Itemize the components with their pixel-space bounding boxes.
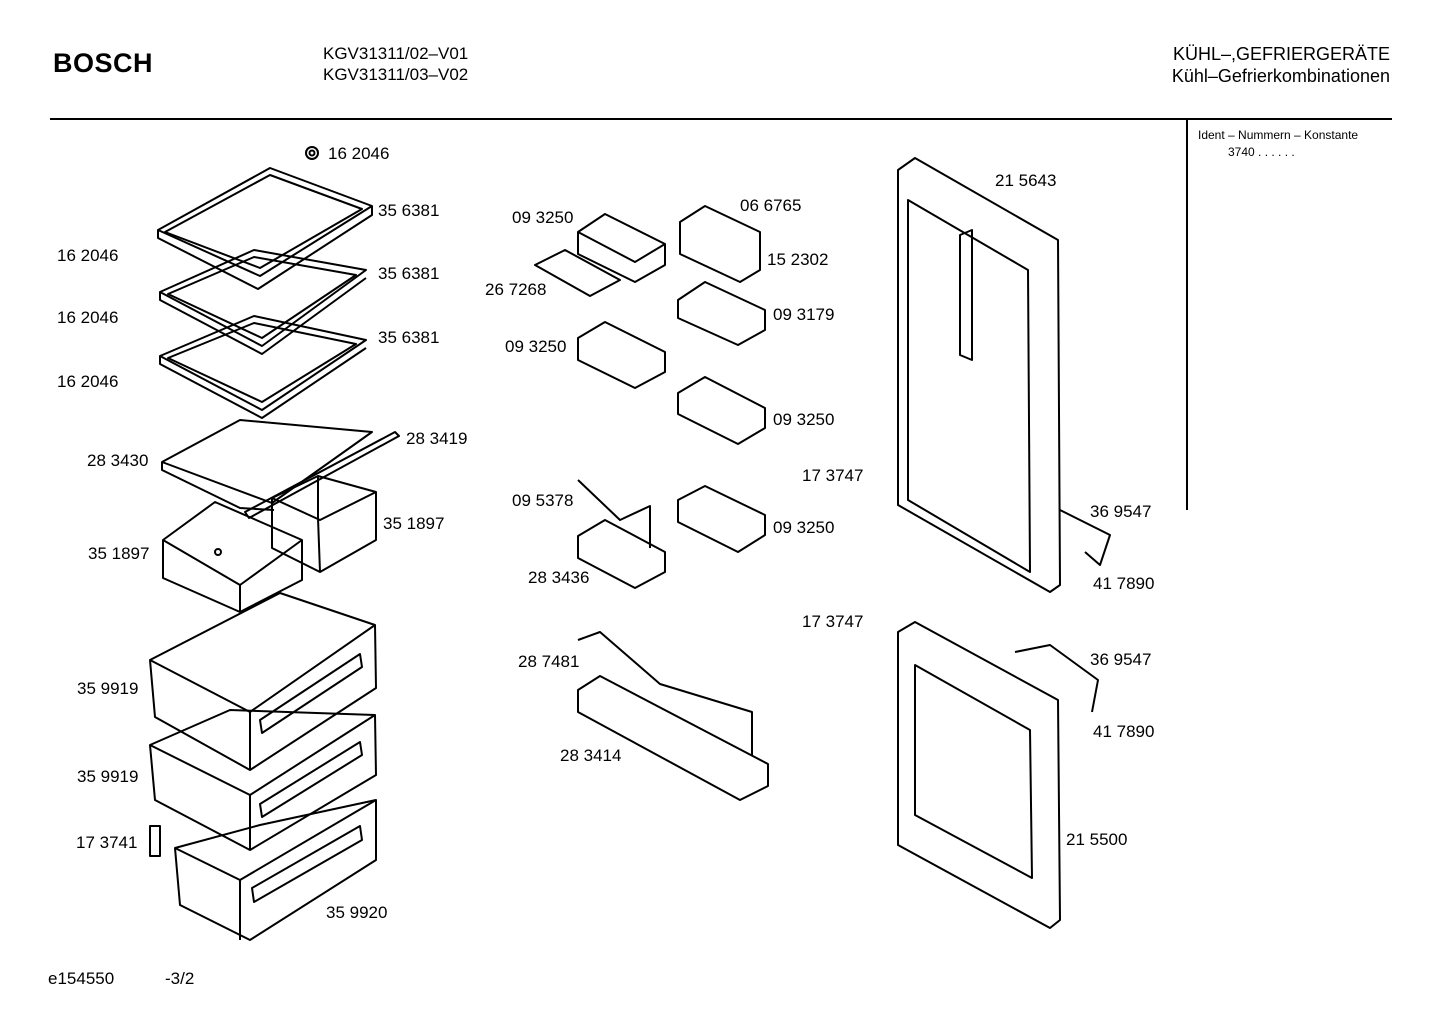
freezer-door — [897, 621, 1061, 929]
ident-value: 3740 . . . . . . — [1228, 145, 1295, 159]
part-label: 16 2046 — [328, 144, 390, 163]
part-label: 28 3414 — [560, 746, 622, 765]
part-label: 17 3741 — [76, 833, 138, 852]
part-label: 35 9919 — [77, 679, 139, 698]
part-label: 35 6381 — [378, 264, 440, 283]
part-label: 28 7481 — [518, 652, 580, 671]
drawing-id: e154550 — [48, 969, 115, 988]
clip-icon-top — [305, 146, 319, 160]
small-drawer-right — [271, 475, 377, 573]
door-bin-6 — [677, 485, 766, 553]
freezer-drawer — [174, 799, 377, 941]
part-label: 28 3436 — [528, 568, 590, 587]
door-bin-2 — [677, 281, 766, 346]
bottle-bin — [577, 675, 769, 801]
header-divider — [50, 118, 1392, 120]
ident-title: Ident – Nummern – Konstante — [1198, 128, 1359, 142]
part-label: 36 9547 — [1090, 502, 1152, 521]
glass-shelf-1 — [157, 167, 373, 290]
part-label: 26 7268 — [485, 280, 547, 299]
door-handle-2 — [1014, 644, 1099, 713]
model-number-2: KGV31311/03–V02 — [323, 65, 469, 84]
part-label: 21 5643 — [995, 171, 1057, 190]
part-label: 35 6381 — [378, 328, 440, 347]
part-label: 16 2046 — [57, 372, 119, 391]
part-label: 41 7890 — [1093, 722, 1155, 741]
part-label: 09 3250 — [505, 337, 567, 356]
crisper-drawer-1 — [149, 592, 377, 771]
model-number-1: KGV31311/02–V01 — [323, 44, 469, 63]
part-label: 35 9920 — [326, 903, 388, 922]
part-label: 35 9919 — [77, 767, 139, 786]
part-label: 36 9547 — [1090, 650, 1152, 669]
door-bin-1 — [577, 213, 666, 283]
page-number: -3/2 — [165, 969, 195, 988]
part-label: 35 6381 — [378, 201, 440, 220]
lid-cover — [679, 205, 761, 283]
part-label: 16 2046 — [57, 308, 119, 327]
crisper-drawer-2 — [149, 709, 377, 851]
part-label: 09 3250 — [773, 518, 835, 537]
part-label: 09 3250 — [773, 410, 835, 429]
category-title: KÜHL–,GEFRIERGERÄTE — [1172, 44, 1390, 64]
part-label: 28 3430 — [87, 451, 149, 470]
part-label: 35 1897 — [88, 544, 150, 563]
small-drawer-left — [162, 501, 303, 613]
part-label: 28 3419 — [406, 429, 468, 448]
clip-icon-drawer — [149, 825, 161, 857]
part-label: 17 3747 — [802, 466, 864, 485]
part-label: 16 2046 — [57, 246, 119, 265]
door-bin-3 — [577, 321, 666, 389]
part-label: 35 1897 — [383, 514, 445, 533]
fridge-door — [897, 157, 1061, 593]
part-label: 09 3250 — [512, 208, 574, 227]
subcategory-title: Kühl–Gefrierkombinationen — [1171, 66, 1390, 86]
door-bin-4 — [677, 376, 766, 445]
part-label: 21 5500 — [1066, 830, 1128, 849]
ident-divider — [1186, 119, 1188, 510]
part-label: 17 3747 — [802, 612, 864, 631]
door-bin-5 — [577, 519, 666, 589]
brand-logo: BOSCH — [53, 48, 154, 78]
glass-shelf-3 — [159, 315, 367, 419]
cover-plate — [161, 419, 373, 511]
part-label: 41 7890 — [1093, 574, 1155, 593]
part-label: 06 6765 — [740, 196, 802, 215]
bottle-rail — [577, 631, 753, 755]
rail-wire — [577, 479, 651, 548]
part-label: 09 3179 — [773, 305, 835, 324]
egg-tray — [534, 249, 621, 297]
part-label: 15 2302 — [767, 250, 829, 269]
part-label: 09 5378 — [512, 491, 574, 510]
door-handle-1 — [1059, 509, 1111, 566]
